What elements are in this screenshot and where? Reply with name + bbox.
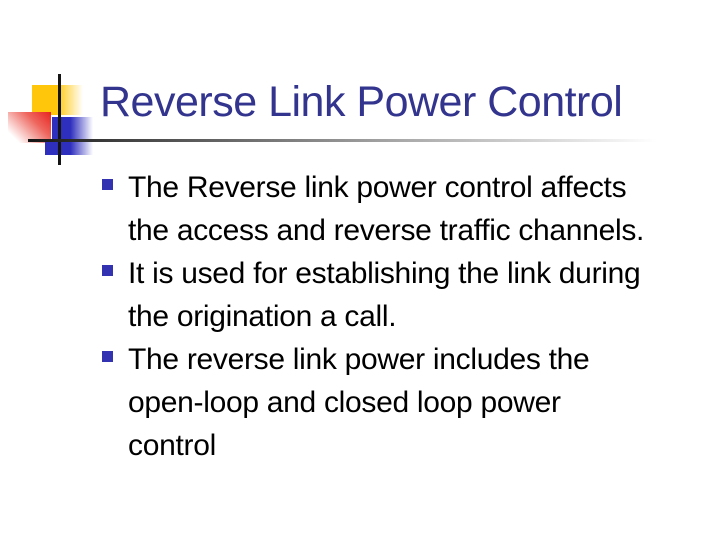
bullet-item: The Reverse link power control affects t… <box>102 166 710 252</box>
bullet-item: It is used for establishing the link dur… <box>102 252 710 338</box>
bullet-item: The reverse link power includes the open… <box>102 338 710 467</box>
bullet-line: open-loop and closed loop power <box>128 386 561 419</box>
bullet-line: The reverse link power includes the <box>128 343 590 376</box>
slide-title: Reverse Link Power Control <box>100 78 623 126</box>
bullet-text: The reverse link power includes the open… <box>128 338 590 467</box>
bullet-square-icon <box>102 179 113 190</box>
bullet-line: the origination a call. <box>128 300 397 333</box>
title-underline-rule <box>28 139 704 142</box>
bullet-text: It is used for establishing the link dur… <box>128 252 641 338</box>
bullet-line: the access and reverse traffic channels. <box>128 214 645 247</box>
crosshair-vertical-line <box>58 74 61 165</box>
bullet-list: The Reverse link power control affects t… <box>102 166 710 467</box>
accent-blue-square-step <box>45 140 61 155</box>
bullet-line: It is used for establishing the link dur… <box>128 257 641 290</box>
bullet-square-icon <box>102 265 113 276</box>
bullet-text: The Reverse link power control affects t… <box>128 166 644 252</box>
bullet-line: The Reverse link power control affects <box>128 171 627 204</box>
bullet-line: control <box>128 429 216 462</box>
bullet-square-icon <box>102 351 113 362</box>
accent-red-square <box>8 112 51 143</box>
accent-yellow-square <box>32 85 83 115</box>
